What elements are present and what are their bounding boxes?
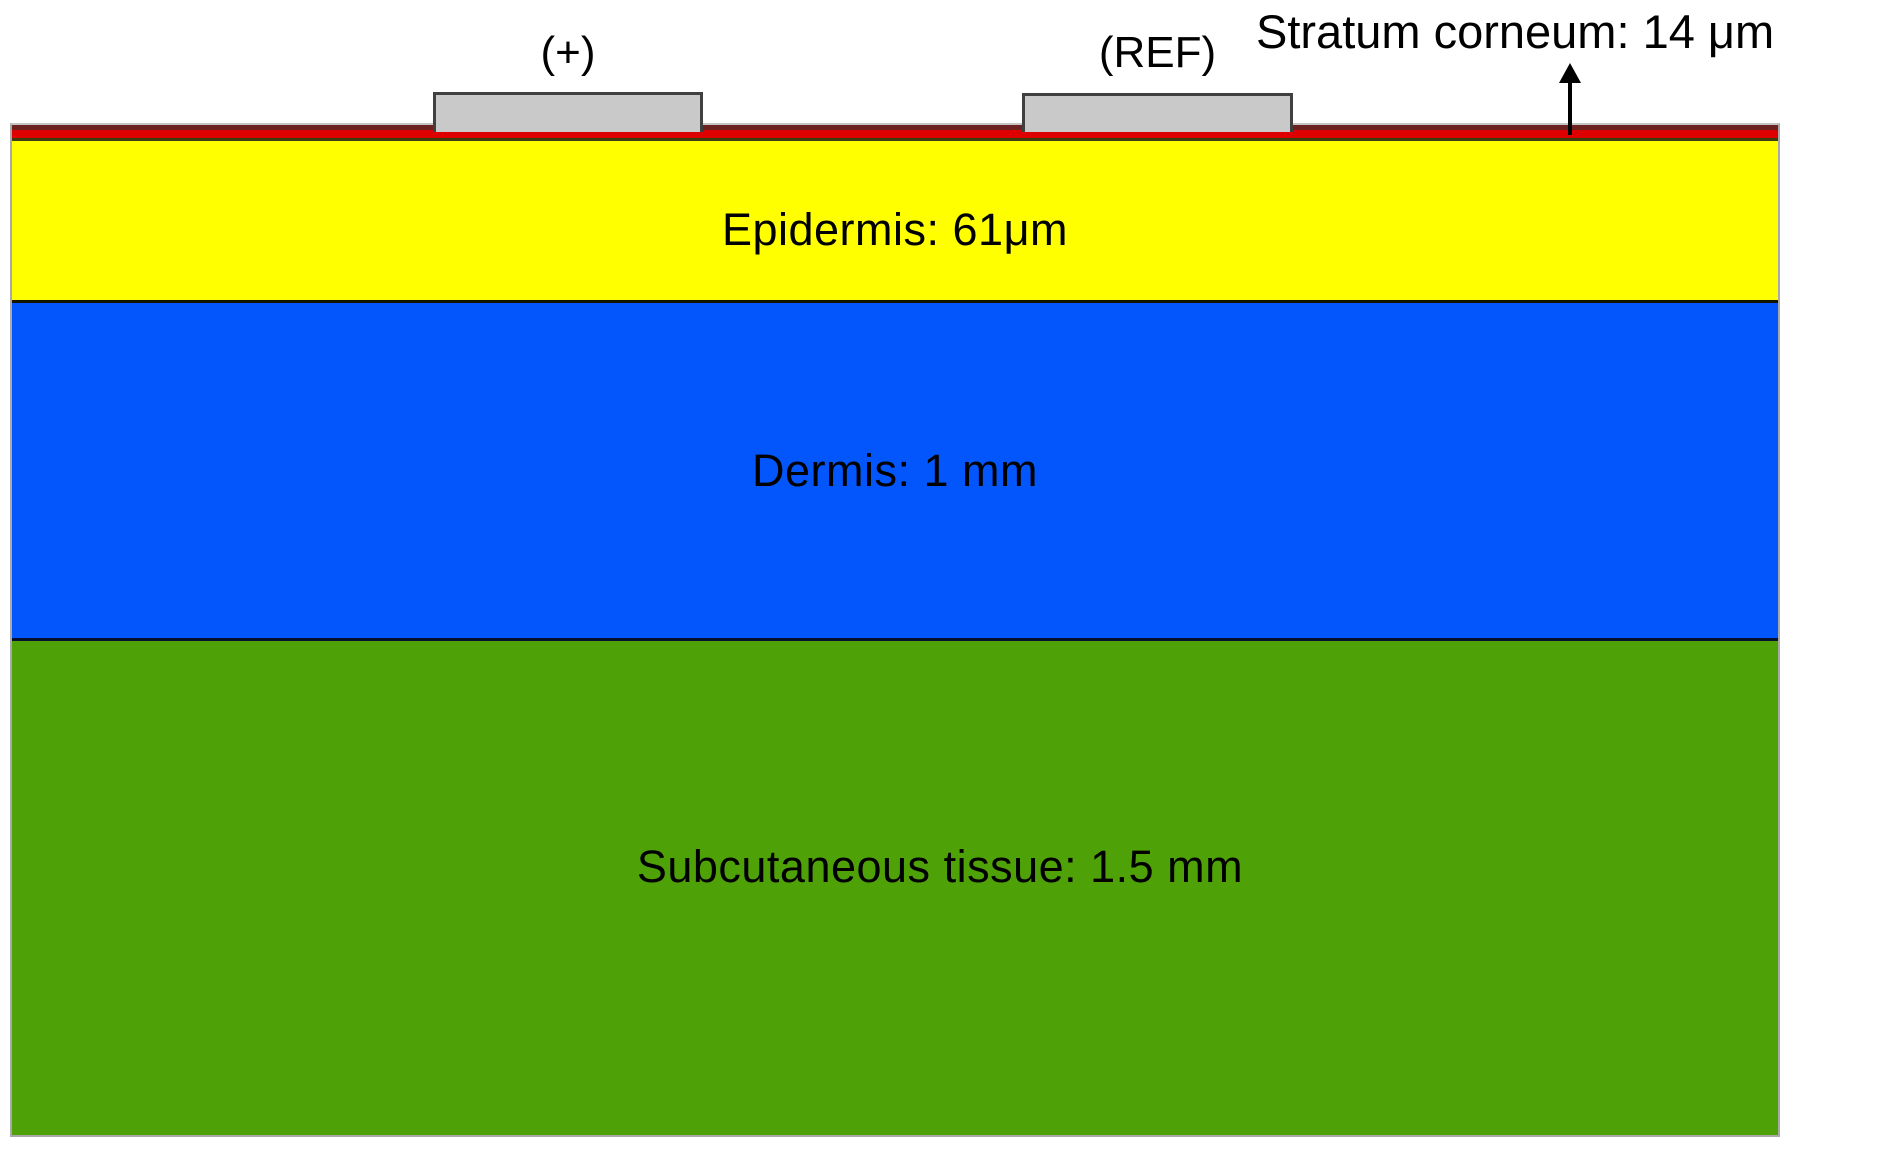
electrode-reference	[1022, 93, 1293, 132]
arrow-up-shaft	[1568, 81, 1572, 135]
dermis-label: Dermis: 1 mm	[752, 444, 1038, 496]
subcutaneous-tissue-label: Subcutaneous tissue: 1.5 mm	[636, 841, 1244, 892]
arrow-up-icon	[1556, 63, 1584, 135]
arrow-up-head	[1559, 63, 1581, 83]
skin-stack: Epidermis: 61μm Dermis: 1 mm Subcutaneou…	[10, 123, 1780, 1137]
electrode-positive-label: (+)	[540, 28, 596, 77]
layer-dermis: Dermis: 1 mm	[12, 303, 1778, 641]
layer-stratum-corneum	[12, 125, 1778, 141]
electrode-reference-label: (REF)	[1098, 28, 1217, 77]
stratum-corneum-annotation: Stratum corneum: 14 μm	[1256, 5, 1775, 58]
epidermis-label: Epidermis: 61μm	[721, 203, 1069, 255]
layer-subcutaneous-tissue: Subcutaneous tissue: 1.5 mm	[12, 641, 1778, 1135]
layer-epidermis: Epidermis: 61μm	[12, 141, 1778, 303]
electrode-positive	[433, 92, 703, 132]
